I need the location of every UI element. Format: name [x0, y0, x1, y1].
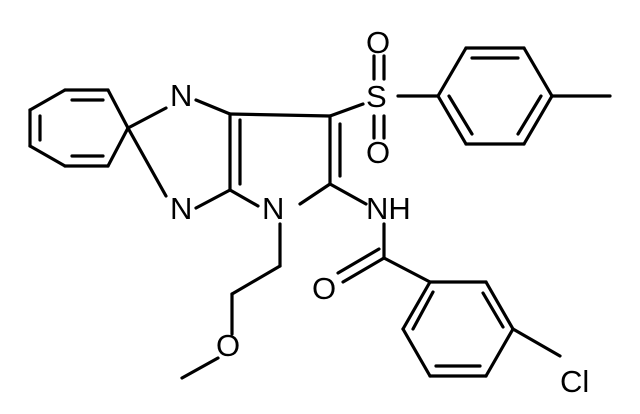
atom-label-cl: Cl — [560, 364, 589, 399]
atom-label-nh: NH — [366, 191, 411, 226]
atom-label-n-bottom: N — [170, 191, 192, 226]
atom-label-n-ring: N — [262, 191, 284, 226]
atom-label-n-top: N — [170, 78, 192, 113]
atom-label-o-carbonyl: O — [312, 271, 336, 306]
bonds — [28, 46, 612, 380]
atom-labels: N N N NH S O O O O Cl — [170, 25, 589, 399]
atom-label-o-sulfonyl-bottom: O — [366, 135, 390, 170]
atom-label-o-sulfonyl-top: O — [366, 25, 390, 60]
atom-label-o-ether: O — [216, 328, 240, 363]
atom-label-s: S — [366, 79, 387, 114]
